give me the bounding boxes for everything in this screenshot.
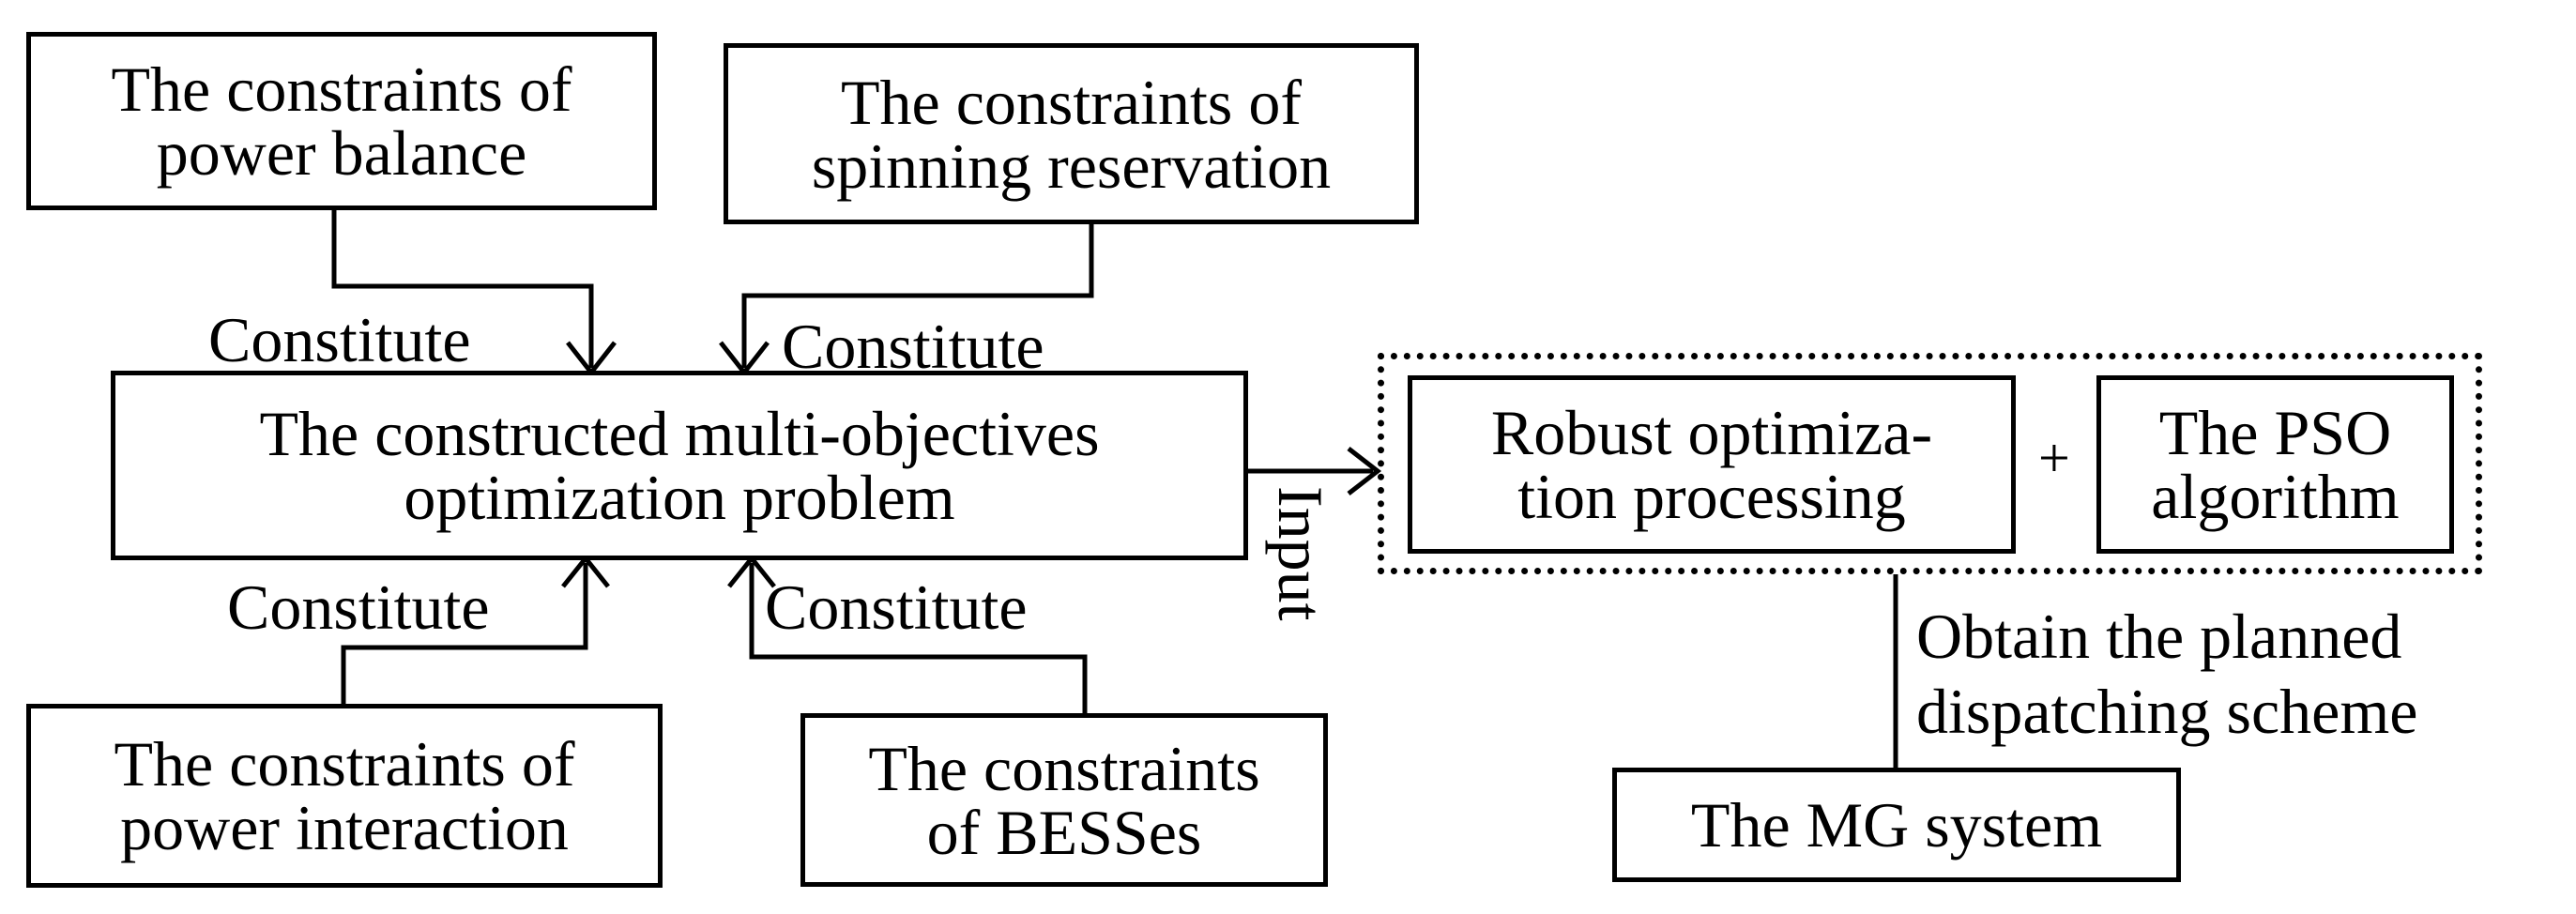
box-spinning-reservation: The constraints of spinning reservation [724,43,1419,224]
box-text: The constraints of [114,728,575,800]
box-mg-system: The MG system [1612,768,2181,882]
arrow-spinning-reservation [741,222,1094,368]
arrow-power-balance [331,208,594,368]
label-constitute: Constitute [208,304,471,375]
label-plus: + [2038,427,2070,489]
box-text: of BESSes [926,796,1202,868]
label-constitute: Constitute [227,571,490,643]
box-text: algorithm [2151,461,2400,532]
box-text: The constraints [868,732,1260,804]
label-constitute: Constitute [782,311,1044,382]
box-text: The constraints of [841,66,1302,138]
box-robust-optimization: Robust optimiza- tion processing [1408,375,2016,554]
solver-group [1378,353,2482,574]
label-obtain-scheme: dispatching scheme [1916,676,2418,747]
box-text: power balance [156,117,527,189]
arrow-besses [749,563,1088,713]
box-power-interaction: The constraints of power interaction [26,704,663,888]
box-power-balance: The constraints of power balance [26,32,657,210]
arrow-power-interaction [341,563,588,704]
box-text: power interaction [120,792,569,863]
box-optimization-problem: The constructed multi-objectives optimiz… [111,371,1248,560]
box-text: The constraints of [111,53,572,125]
box-pso-algorithm: The PSO algorithm [2096,375,2454,554]
box-text: The MG system [1690,789,2103,861]
box-text: optimization problem [404,462,955,533]
box-text: spinning reservation [811,129,1332,202]
box-text: The PSO [2158,397,2392,468]
box-text: tion processing [1517,461,1906,532]
box-text: The constructed multi-objectives [259,398,1100,469]
box-text: Robust optimiza- [1490,397,1933,468]
box-besses: The constraints of BESSes [800,713,1328,887]
label-input: Input [1265,486,1336,621]
label-obtain-scheme: Obtain the planned [1916,601,2402,672]
label-constitute: Constitute [765,571,1028,643]
